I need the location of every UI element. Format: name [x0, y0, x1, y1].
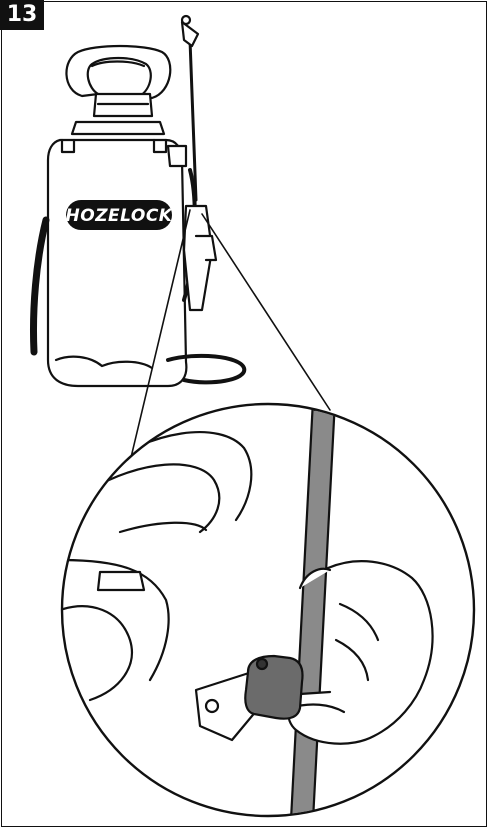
lance-clip: [245, 656, 302, 719]
rear-bracket: [168, 146, 186, 166]
carry-handle: [66, 46, 170, 98]
lance-nozzle: [182, 22, 198, 46]
tank-shoulder: [72, 122, 164, 134]
brand-logo-text: HOZELOCK: [66, 206, 174, 226]
pressure-sprayer: [34, 16, 331, 470]
tank-body: [48, 140, 186, 386]
shoulder-strap: [34, 220, 47, 352]
